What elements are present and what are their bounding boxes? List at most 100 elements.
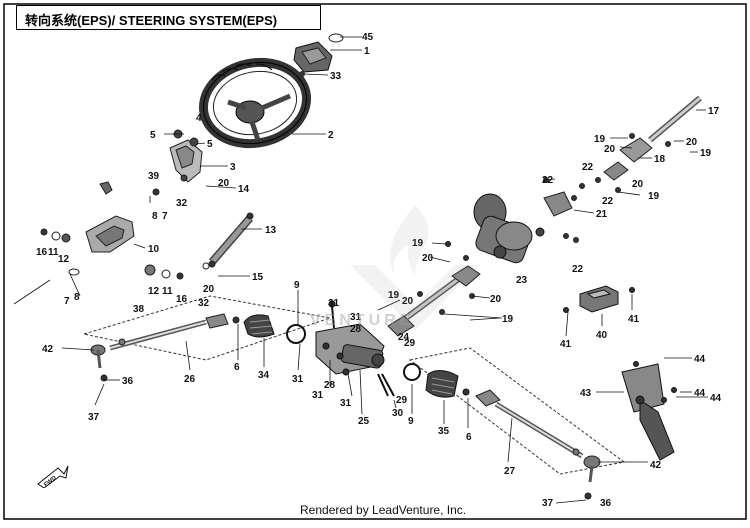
- watermark-text: VENTURE: [310, 312, 415, 329]
- callout-c31b: 31: [350, 312, 362, 323]
- callout-c20f: 20: [632, 179, 644, 190]
- callout-c20h: 20: [686, 137, 698, 148]
- callout-c20b: 20: [203, 284, 215, 295]
- callout-c44b: 44: [694, 388, 706, 399]
- callout-c43: 43: [580, 388, 592, 399]
- callout-c5a: 5: [150, 130, 156, 141]
- callout-c40: 40: [596, 330, 608, 341]
- callout-c10: 10: [148, 244, 160, 255]
- callout-c20g: 20: [604, 144, 616, 155]
- callout-c12a: 12: [58, 254, 70, 265]
- callout-c37b: 37: [542, 498, 554, 509]
- callout-c42b: 42: [650, 460, 662, 471]
- callout-c9a: 9: [294, 280, 300, 291]
- footer-credit: Rendered by LeadVenture, Inc.: [300, 503, 467, 517]
- pedal-assembly: [621, 361, 677, 461]
- callout-c24: 24: [398, 332, 410, 343]
- callout-c23: 23: [516, 275, 528, 286]
- callout-c18: 18: [654, 154, 666, 165]
- callout-c1: 1: [364, 46, 370, 57]
- column-clamp: [543, 191, 579, 243]
- callout-c45: 45: [362, 32, 374, 43]
- callout-c44a: 44: [694, 354, 706, 365]
- callout-c26: 26: [184, 374, 196, 385]
- callout-c2: 2: [328, 130, 334, 141]
- callout-c7b: 7: [64, 296, 70, 307]
- callout-c31a: 31: [328, 298, 340, 309]
- eps-motor-unit: [445, 193, 545, 264]
- callout-c19d: 19: [594, 134, 606, 145]
- callout-c3: 3: [230, 162, 236, 173]
- callout-c19e: 19: [700, 148, 712, 159]
- callout-c6b: 6: [466, 432, 472, 443]
- right-tie-rod: [475, 389, 601, 500]
- callout-c25: 25: [358, 416, 370, 427]
- callout-c20d: 20: [490, 294, 502, 305]
- callout-c19c: 19: [648, 191, 660, 202]
- callout-c38: 38: [133, 304, 145, 315]
- callout-c33: 33: [330, 71, 342, 82]
- callout-c16b: 16: [176, 294, 188, 305]
- callout-c19f: 19: [502, 314, 514, 325]
- callout-c31e: 31: [340, 398, 352, 409]
- callout-c30: 30: [392, 408, 404, 419]
- steering-wheel: [198, 57, 312, 149]
- callout-c17: 17: [708, 106, 720, 117]
- callout-c20e: 20: [422, 253, 434, 264]
- callout-c41b: 41: [628, 314, 640, 325]
- title-box: 转向系统(EPS)/ STEERING SYSTEM(EPS): [16, 5, 321, 30]
- steering-column-shaft: [543, 95, 702, 193]
- callout-c15: 15: [252, 272, 264, 283]
- callout-c22d: 22: [572, 264, 584, 275]
- steering-hub-cover: [293, 33, 344, 77]
- callout-c16a: 16: [36, 247, 48, 258]
- left-boot: [243, 314, 275, 338]
- callout-c13: 13: [265, 225, 277, 236]
- left-clamp-ring: [286, 324, 306, 344]
- callout-c29a: 29: [404, 338, 416, 349]
- callout-c42a: 42: [42, 344, 54, 355]
- callout-c32a: 32: [176, 198, 188, 209]
- callout-c11b: 11: [162, 286, 173, 297]
- callout-c31d: 31: [312, 390, 324, 401]
- callout-c19a: 19: [388, 290, 400, 301]
- callout-c9b: 9: [408, 416, 414, 427]
- callout-c8a: 8: [152, 211, 158, 222]
- callout-c32b: 32: [198, 298, 210, 309]
- callout-c35: 35: [438, 426, 450, 437]
- watermark-logo: [350, 205, 480, 330]
- right-clamp-ring: [403, 363, 421, 381]
- leader-lines: [13, 36, 708, 504]
- outer-border: [3, 3, 747, 520]
- callout-c11a: 11: [48, 247, 59, 258]
- callout-c29b: 29: [396, 395, 408, 406]
- callout-c22c: 22: [602, 196, 614, 207]
- callout-c44c: 44: [710, 393, 722, 404]
- pedal-sensor: [563, 285, 635, 313]
- callout-c19b: 19: [412, 238, 424, 249]
- fwd-arrow-icon: FWD: [37, 465, 69, 488]
- callout-c37a: 37: [88, 412, 100, 423]
- tilt-bracket: [169, 129, 203, 183]
- gas-spring: [202, 212, 254, 270]
- left-tie-rod: [90, 313, 240, 382]
- callout-c27: 27: [504, 466, 516, 477]
- callout-c20c: 20: [402, 296, 414, 307]
- callout-c41a: 41: [560, 339, 572, 350]
- callout-c8b: 8: [74, 292, 80, 303]
- callout-c21: 21: [596, 209, 608, 220]
- callout-c28b: 28: [324, 380, 336, 391]
- callout-c14: 14: [238, 184, 250, 195]
- callout-c7a: 7: [162, 211, 168, 222]
- callout-c20a: 20: [218, 178, 230, 189]
- callout-c36a: 36: [122, 376, 134, 387]
- callout-c31c: 31: [292, 374, 304, 385]
- callout-c4: 4: [196, 113, 202, 124]
- steering-rack: [315, 300, 395, 397]
- intermediate-shaft: [387, 255, 481, 337]
- callout-c28a: 28: [350, 324, 362, 335]
- tie-rod-left-outline: [83, 295, 332, 361]
- callout-c34: 34: [258, 370, 270, 381]
